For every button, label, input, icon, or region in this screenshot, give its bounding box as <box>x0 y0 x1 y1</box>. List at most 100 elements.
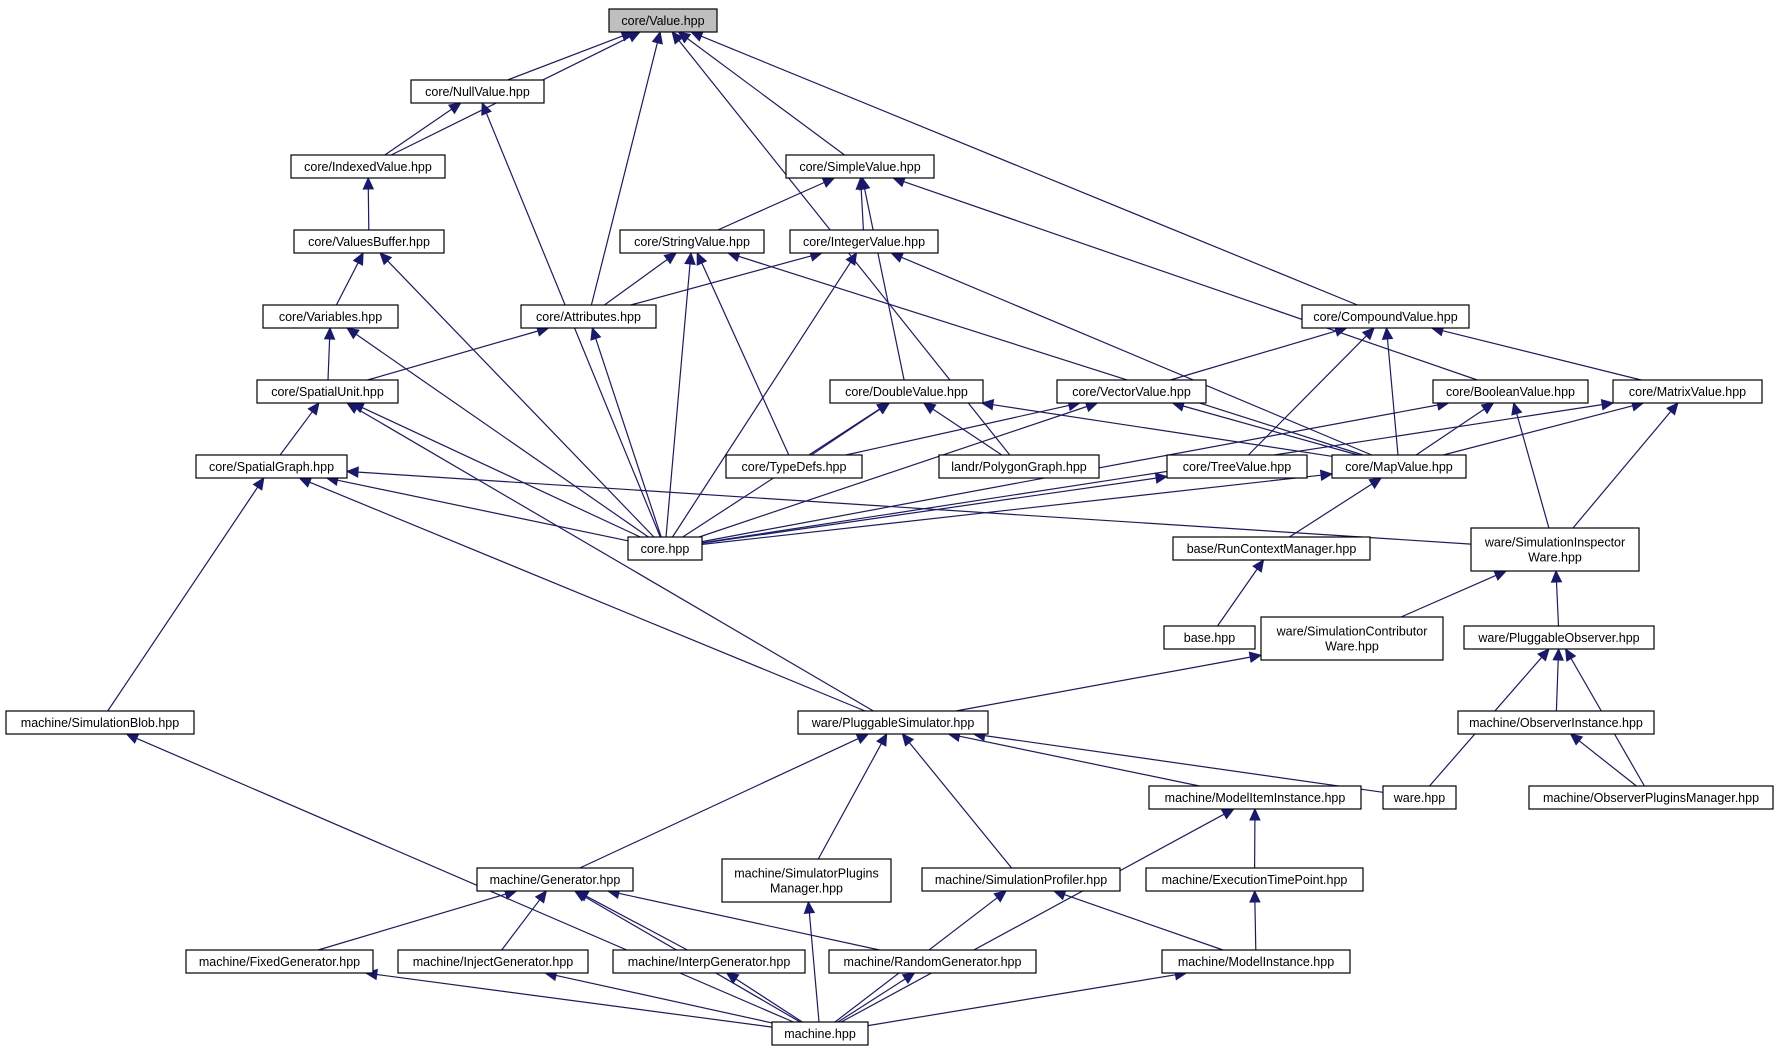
node-box-modeliteminstance[interactable] <box>1148 785 1362 810</box>
node-typedefs[interactable]: core/TypeDefs.hpp <box>725 454 863 479</box>
node-box-pluggablesim[interactable] <box>797 710 989 735</box>
node-pluggableobserver[interactable]: ware/PluggableObserver.hpp <box>1463 625 1655 650</box>
node-box-vectorvalue[interactable] <box>1056 379 1207 404</box>
node-box-simplevalue[interactable] <box>785 154 935 179</box>
node-box-booleanvalue[interactable] <box>1432 379 1589 404</box>
node-randomgen[interactable]: machine/RandomGenerator.hpp <box>828 949 1037 974</box>
node-stringvalue[interactable]: core/StringValue.hpp <box>619 229 765 254</box>
node-box-integervalue[interactable] <box>789 229 939 254</box>
node-observerplugins[interactable]: machine/ObserverPluginsManager.hpp <box>1528 785 1774 810</box>
node-box-stringvalue[interactable] <box>619 229 765 254</box>
node-variables[interactable]: core/Variables.hpp <box>262 304 399 329</box>
node-integervalue[interactable]: core/IntegerValue.hpp <box>789 229 939 254</box>
node-box-injectgen[interactable] <box>397 949 589 974</box>
node-box-matrixvalue[interactable] <box>1612 379 1763 404</box>
node-injectgen[interactable]: machine/InjectGenerator.hpp <box>397 949 589 974</box>
edge-simplevalue-to-value <box>687 38 845 156</box>
node-treevalue[interactable]: core/TreeValue.hpp <box>1166 454 1308 479</box>
arrowhead-machinehpp-to-interpgen <box>725 972 740 985</box>
node-box-polygongraph[interactable] <box>938 454 1100 479</box>
node-box-simplugins[interactable] <box>721 858 892 903</box>
node-nullvalue[interactable]: core/NullValue.hpp <box>410 79 545 104</box>
node-simplevalue[interactable]: core/SimpleValue.hpp <box>785 154 935 179</box>
node-box-runcontext[interactable] <box>1172 536 1371 561</box>
node-label-runcontext: base/RunContextManager.hpp <box>1187 542 1357 556</box>
node-modeliteminstance[interactable]: machine/ModelItemInstance.hpp <box>1148 785 1362 810</box>
node-simprofiler[interactable]: machine/SimulationProfiler.hpp <box>921 867 1121 892</box>
node-spatialunit[interactable]: core/SpatialUnit.hpp <box>256 379 399 404</box>
node-machinehpp[interactable]: machine.hpp <box>771 1021 869 1046</box>
node-polygongraph[interactable]: landr/PolygonGraph.hpp <box>938 454 1100 479</box>
node-box-variables[interactable] <box>262 304 399 329</box>
node-label-machinehpp: machine.hpp <box>784 1027 856 1041</box>
node-exectimepoint[interactable]: machine/ExecutionTimePoint.hpp <box>1145 867 1364 892</box>
node-label-treevalue: core/TreeValue.hpp <box>1183 460 1291 474</box>
node-observerinstance[interactable]: machine/ObserverInstance.hpp <box>1457 710 1655 735</box>
node-box-doublevalue[interactable] <box>829 379 984 404</box>
node-box-pluggableobserver[interactable] <box>1463 625 1655 650</box>
node-box-treevalue[interactable] <box>1166 454 1308 479</box>
node-box-exectimepoint[interactable] <box>1145 867 1364 892</box>
node-box-mapvalue[interactable] <box>1331 454 1467 479</box>
edge-machinehpp-to-simplugins <box>808 912 820 1023</box>
node-attributes[interactable]: core/Attributes.hpp <box>520 304 657 329</box>
node-box-warehpp[interactable] <box>1382 785 1457 810</box>
node-label-simcontributor: ware/SimulationContributor <box>1276 625 1428 639</box>
node-box-nullvalue[interactable] <box>410 79 545 104</box>
node-runcontext[interactable]: base/RunContextManager.hpp <box>1172 536 1371 561</box>
node-box-generator[interactable] <box>476 867 634 892</box>
node-box-machinehpp[interactable] <box>771 1021 869 1046</box>
node-mapvalue[interactable]: core/MapValue.hpp <box>1331 454 1467 479</box>
node-box-value[interactable] <box>608 8 718 33</box>
node-box-siminspector[interactable] <box>1470 527 1640 572</box>
node-doublevalue[interactable]: core/DoubleValue.hpp <box>829 379 984 404</box>
arrowhead-simprofiler-to-pluggablesim <box>901 733 915 747</box>
node-valuesbuffer[interactable]: core/ValuesBuffer.hpp <box>293 229 445 254</box>
node-warehpp[interactable]: ware.hpp <box>1382 785 1457 810</box>
node-indexedvalue[interactable]: core/IndexedValue.hpp <box>290 154 446 179</box>
node-box-compoundvalue[interactable] <box>1301 304 1470 329</box>
node-box-corehpp[interactable] <box>627 536 703 561</box>
node-box-indexedvalue[interactable] <box>290 154 446 179</box>
node-label-simblob: machine/SimulationBlob.hpp <box>21 716 179 730</box>
node-box-spatialgraph[interactable] <box>195 454 348 479</box>
node-interpgen[interactable]: machine/InterpGenerator.hpp <box>612 949 806 974</box>
node-box-randomgen[interactable] <box>828 949 1037 974</box>
edge-polygongraph-to-doublevalue <box>932 408 1003 456</box>
node-matrixvalue[interactable]: core/MatrixValue.hpp <box>1612 379 1763 404</box>
arrowhead-siminspector-to-booleanvalue <box>1511 401 1523 416</box>
node-corehpp[interactable]: core.hpp <box>627 536 703 561</box>
arrowhead-observerinstance-to-pluggableobserver <box>1552 647 1564 661</box>
node-box-basehpp[interactable] <box>1163 625 1256 650</box>
node-box-simprofiler[interactable] <box>921 867 1121 892</box>
node-box-interpgen[interactable] <box>612 949 806 974</box>
node-generator[interactable]: machine/Generator.hpp <box>476 867 634 892</box>
node-value[interactable]: core/Value.hpp <box>608 8 718 33</box>
node-box-typedefs[interactable] <box>725 454 863 479</box>
node-fixedgen[interactable]: machine/FixedGenerator.hpp <box>185 949 374 974</box>
arrowhead-simblob-to-spatialgraph <box>252 476 265 491</box>
node-box-simblob[interactable] <box>5 710 195 735</box>
edge-attributes-to-stringvalue <box>604 259 668 306</box>
node-box-observerinstance[interactable] <box>1457 710 1655 735</box>
node-box-observerplugins[interactable] <box>1528 785 1774 810</box>
node-spatialgraph[interactable]: core/SpatialGraph.hpp <box>195 454 348 479</box>
node-box-simcontributor[interactable] <box>1260 616 1444 661</box>
node-box-attributes[interactable] <box>520 304 657 329</box>
node-label-simprofiler: machine/SimulationProfiler.hpp <box>935 873 1107 887</box>
node-modelinstance[interactable]: machine/ModelInstance.hpp <box>1161 949 1351 974</box>
node-vectorvalue[interactable]: core/VectorValue.hpp <box>1056 379 1207 404</box>
node-box-fixedgen[interactable] <box>185 949 374 974</box>
node-compoundvalue[interactable]: core/CompoundValue.hpp <box>1301 304 1470 329</box>
node-booleanvalue[interactable]: core/BooleanValue.hpp <box>1432 379 1589 404</box>
node-basehpp[interactable]: base.hpp <box>1163 625 1256 650</box>
node-simblob[interactable]: machine/SimulationBlob.hpp <box>5 710 195 735</box>
node-box-spatialunit[interactable] <box>256 379 399 404</box>
node-pluggablesim[interactable]: ware/PluggableSimulator.hpp <box>797 710 989 735</box>
node-box-valuesbuffer[interactable] <box>293 229 445 254</box>
node-box-modelinstance[interactable] <box>1161 949 1351 974</box>
edge-observerinstance-to-pluggableobserver <box>1555 659 1559 712</box>
